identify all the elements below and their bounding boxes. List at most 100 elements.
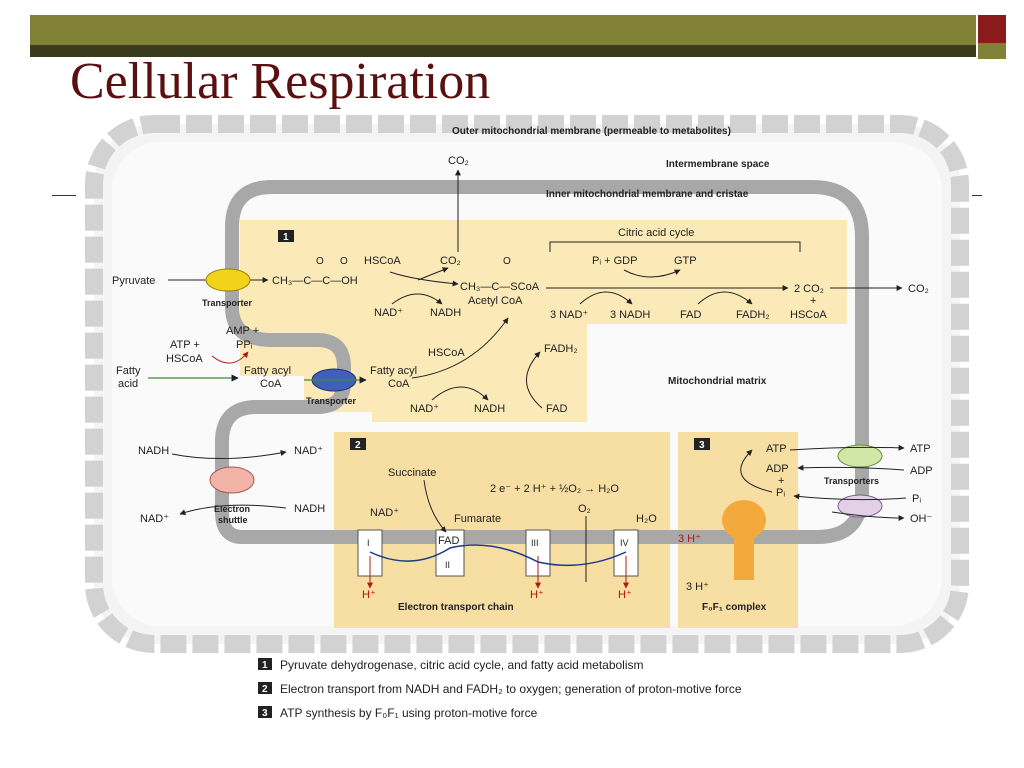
pyruvate-transporter-label: Transporter (202, 298, 253, 308)
amp-plus-label: AMP + (226, 325, 259, 337)
shuttle-arrow-2 (179, 504, 287, 516)
gtp-label: GTP (674, 255, 697, 267)
title-rule-right (972, 195, 982, 196)
complex-iv-label: IV (620, 538, 629, 548)
hscoa-out: HSCoA (790, 309, 827, 321)
adp-plus-sign: + (778, 475, 784, 487)
citric-cycle-bracket (549, 241, 801, 252)
matrix-label: Mitochondrial matrix (668, 376, 767, 387)
nad-cycle-arrow (579, 291, 633, 305)
pi-import-arrow (793, 493, 907, 501)
region-3-badge (694, 438, 710, 450)
nadh-pdh: NADH (430, 307, 461, 319)
legend-num-3: 3 (262, 708, 268, 719)
region-2-number: 2 (355, 440, 361, 451)
co2-top-label: CO₂ (448, 155, 469, 167)
acetyl-o: O (503, 256, 511, 267)
pyruvate-formula: CH₃—C—C—OH (272, 275, 358, 287)
legend-num-2: 2 (262, 684, 268, 695)
legend-text-3: ATP synthesis by F₀F₁ using proton-motiv… (280, 706, 538, 720)
two-co2-label: 2 CO₂ (794, 283, 824, 295)
beta-fad-arrow (526, 351, 543, 409)
atp-export-arrow (789, 444, 905, 451)
gtp-arrow (623, 269, 681, 278)
citric-cycle-label: Citric acid cycle (618, 227, 694, 239)
pdh-nad-arrow (391, 293, 443, 305)
adp-import-arrow (797, 464, 905, 471)
coa-label-2: CoA (388, 378, 410, 390)
legend-text-2: Electron transport from NADH and FADH₂ t… (280, 682, 742, 696)
nadh-etc-label: NADH (294, 503, 325, 515)
header-band-shadow (30, 45, 976, 57)
header-accent-square (978, 15, 1006, 43)
atp-synthesis-arrow (740, 449, 773, 493)
adp-synth-label: ADP (766, 463, 789, 475)
mitochondrion-diagram: Outer mitochondrial membrane (permeable … (85, 115, 969, 720)
hscoa-beta-label: HSCoA (428, 347, 465, 359)
ppi-label: PPᵢ (236, 339, 253, 351)
pdh-arrow (389, 271, 459, 287)
pdh-co2-arrow (417, 267, 449, 281)
fa-activation-arrow (211, 351, 249, 364)
three-nad-label: 3 NAD⁺ (550, 309, 588, 321)
succinate-arrow (423, 479, 447, 533)
nad-shuttle-matrix: NAD⁺ (294, 445, 323, 457)
atp-adp-transporter (837, 444, 883, 468)
oh-out-label: OH⁻ (910, 513, 933, 525)
legend-badge-3 (258, 706, 272, 718)
nadh-shuttle-matrix: NADH (294, 503, 325, 515)
hscoa-fa-label: HSCoA (166, 353, 203, 365)
title-rule-left (52, 195, 76, 196)
fad-cycle-arrow (697, 291, 753, 305)
fumarate-label: Fumarate (454, 513, 501, 525)
fatty-label: Fatty (116, 365, 141, 377)
three-h-bottom: 3 H⁺ (686, 581, 709, 593)
nad-beta-label: NAD⁺ (410, 403, 439, 415)
nad-shuttle-out: NAD⁺ (140, 513, 169, 525)
legend-badge-2 (258, 682, 272, 694)
atp-plus-label: ATP + (170, 339, 200, 351)
f1-head (722, 500, 766, 540)
beta-ox-arrow (411, 317, 509, 379)
matrix-region-1 (240, 220, 847, 422)
three-h-top: 3 H⁺ (678, 533, 701, 545)
nad-pdh: NAD⁺ (374, 307, 403, 319)
complex-i-label: I (367, 538, 370, 548)
atp-synth-label: ATP (766, 443, 787, 455)
complex-iii-label: III (531, 538, 539, 548)
inner-membrane-label: Inner mitochondrial membrane and cristae (546, 189, 749, 200)
fadh2-cycle-label: FADH₂ (736, 309, 770, 321)
fatty-acyl-coa-label-1: Fatty acyl (244, 365, 291, 377)
atp-out-label: ATP (910, 443, 931, 455)
nadh-shuttle-in: NADH (138, 445, 169, 457)
pyruvate-transporter (205, 268, 251, 292)
fad-beta-label: FAD (546, 403, 567, 415)
co2-pdh: CO₂ (440, 255, 461, 267)
fad-cycle-label: FAD (680, 309, 701, 321)
nad-etc-label: NAD⁺ (370, 507, 399, 519)
hscoa-top: HSCoA (364, 255, 401, 267)
region-2-badge (350, 438, 366, 450)
beta-nad-arrow (431, 386, 489, 401)
equation-label: 2 e⁻ + 2 H⁺ + ½O₂ → H₂O (490, 483, 619, 495)
co2-out-label: CO₂ (908, 283, 929, 295)
succinate-label: Succinate (388, 467, 436, 479)
region-3-number: 3 (699, 440, 705, 451)
adp-out-label: ADP (910, 465, 933, 477)
legend-badge-1 (258, 658, 272, 670)
fadh2-beta-label: FADH₂ (544, 343, 578, 355)
f0-stalk (734, 532, 754, 580)
region-1-number: 1 (283, 232, 289, 243)
shuttle-arrow-1 (171, 450, 287, 460)
pi-gdp-label: Pᵢ + GDP (592, 255, 637, 267)
outer-membrane-label: Outer mitochondrial membrane (permeable … (452, 126, 731, 137)
three-nadh-label: 3 NADH (610, 309, 650, 321)
region-1-badge (278, 230, 294, 242)
electron-path (369, 544, 627, 567)
pi-synth-label: Pᵢ (776, 487, 785, 499)
proton-3: H⁺ (530, 589, 544, 601)
fad-complex-label: FAD (438, 535, 459, 547)
nadh-beta-label: NADH (474, 403, 505, 415)
complex-i (357, 529, 383, 577)
h2o-etc-label: H₂O (636, 513, 657, 525)
